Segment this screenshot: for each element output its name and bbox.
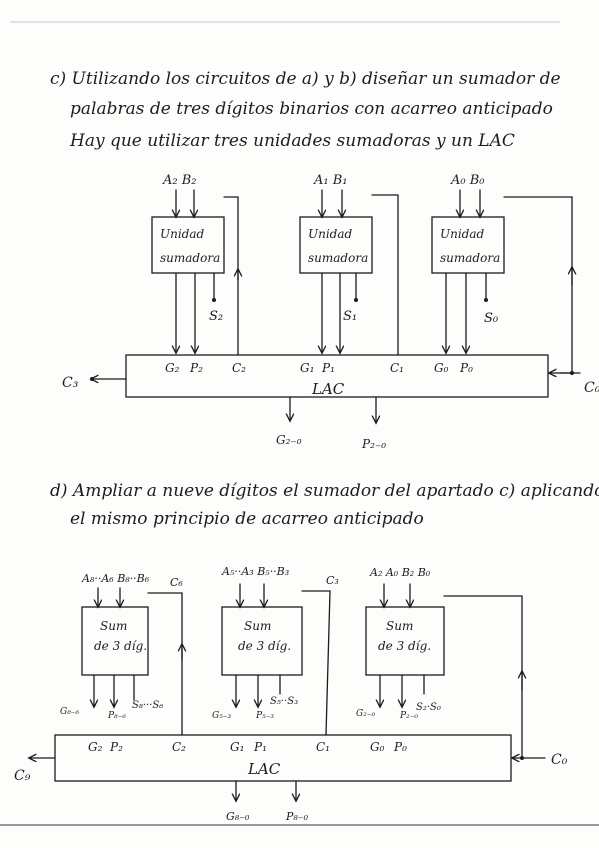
- unit-2-box: [151, 216, 225, 274]
- unit-0-box: [431, 216, 505, 274]
- block-0-label-1: Sum: [386, 619, 413, 633]
- block-2-box: [81, 606, 149, 676]
- unit-1-sum: S₁: [343, 309, 357, 324]
- block-2-carry: C₆: [170, 576, 183, 589]
- block-0-sum: S₂·S₀: [416, 702, 441, 713]
- lac-d-port-g2: G₂: [88, 740, 103, 754]
- diagram-d: A₈··A₆ B₈··B₆ C₆ Sum de 3 díg. G₈₋₆ P₈₋₆…: [14, 565, 568, 823]
- block-1-g: G₅₋₃: [212, 711, 232, 721]
- output-p-d: P₈₋₀: [285, 810, 309, 823]
- section-d-line-1: d) Ampliar a nueve dígitos el sumador de…: [50, 481, 599, 501]
- unit-0-label-2: sumadora: [440, 251, 500, 265]
- diagram-c: A₂ B₂ Unidad sumadora S₂ A₁ B₁ Unidad su…: [62, 173, 599, 451]
- block-2-p: P₈₋₆: [107, 711, 126, 721]
- block-2-inputs: A₈··A₆ B₈··B₆: [81, 572, 150, 585]
- block-2-sum: S₈···S₆: [132, 700, 163, 711]
- carry-in-c0-d: C₀: [551, 752, 568, 768]
- block-0-g: G₂₋₀: [356, 709, 376, 719]
- unit-1-box: [299, 216, 373, 274]
- lac-d-port-g0: G₀: [370, 740, 385, 754]
- block-1-box: [221, 606, 303, 676]
- output-g-d: G₈₋₀: [226, 810, 250, 823]
- unit-2-label-2: sumadora: [160, 251, 220, 265]
- block-0-inputs: A₂ A₀ B₂ B₀: [369, 566, 431, 579]
- section-c-line-2: palabras de tres dígitos binarios con ac…: [70, 99, 553, 119]
- lac-block-d: [54, 734, 512, 782]
- block-0-p: P₂₋₀: [399, 711, 418, 721]
- unit-2-inputs: A₂ B₂: [162, 173, 197, 188]
- section-c-line-1: c) Utilizando los circuitos de a) y b) d…: [50, 69, 561, 89]
- lac-d-port-p2: P₂: [109, 740, 123, 754]
- block-1-label-2: de 3 díg.: [238, 639, 291, 653]
- block-2-g: G₈₋₆: [60, 707, 80, 717]
- lac-c-port-c1: C₁: [390, 361, 404, 375]
- block-1-inputs: A₅··A₃ B₅··B₃: [221, 565, 289, 578]
- block-1-label-1: Sum: [244, 619, 271, 633]
- block-0-label-2: de 3 díg.: [378, 639, 431, 653]
- lac-c-port-g2: G₂: [165, 361, 180, 375]
- lac-c-port-g0: G₀: [434, 361, 449, 375]
- lac-d-port-p1: P₁: [253, 740, 267, 754]
- lac-d-port-c2: C₂: [172, 740, 186, 754]
- lac-c-port-p2: P₂: [189, 361, 203, 375]
- section-d-line-2: el mismo principio de acarreo anticipado: [70, 509, 424, 529]
- lac-c-port-p0: P₀: [459, 361, 473, 375]
- unit-2-sum: S₂: [209, 309, 223, 324]
- unit-0-sum: S₀: [484, 311, 499, 326]
- unit-0-label-1: Unidad: [440, 227, 485, 241]
- lac-d-port-g1: G₁: [230, 740, 244, 754]
- lac-c-port-g1: G₁: [300, 361, 314, 375]
- block-2-label-1: Sum: [100, 619, 127, 633]
- lac-d-port-p0: P₀: [393, 740, 407, 754]
- output-g: G₂₋₀: [276, 433, 302, 447]
- carry-out-c9: C₉: [14, 768, 31, 784]
- block-1-sum: S₅··S₃: [270, 696, 298, 707]
- block-0-box: [365, 606, 445, 676]
- lac-d-port-c1: C₁: [316, 740, 330, 754]
- carry-out-c3: C₃: [62, 375, 79, 391]
- unit-2-label-1: Unidad: [160, 227, 205, 241]
- unit-1-inputs: A₁ B₁: [313, 173, 348, 188]
- carry-in-c0: C₀: [584, 380, 599, 396]
- lac-c-port-c2: C₂: [232, 361, 246, 375]
- section-c-line-3: Hay que utilizar tres unidades sumadoras…: [69, 131, 515, 151]
- block-1-p: P₅₋₃: [255, 711, 274, 721]
- unit-1-label-2: sumadora: [308, 251, 368, 265]
- lac-c-label: LAC: [311, 380, 345, 398]
- lac-d-label: LAC: [247, 760, 281, 778]
- output-p: P₂₋₀: [361, 437, 386, 451]
- unit-1-label-1: Unidad: [308, 227, 353, 241]
- block-1-carry: C₃: [326, 574, 339, 587]
- block-2-label-2: de 3 díg.: [94, 639, 147, 653]
- unit-0-inputs: A₀ B₀: [450, 173, 485, 188]
- lac-c-port-p1: P₁: [321, 361, 335, 375]
